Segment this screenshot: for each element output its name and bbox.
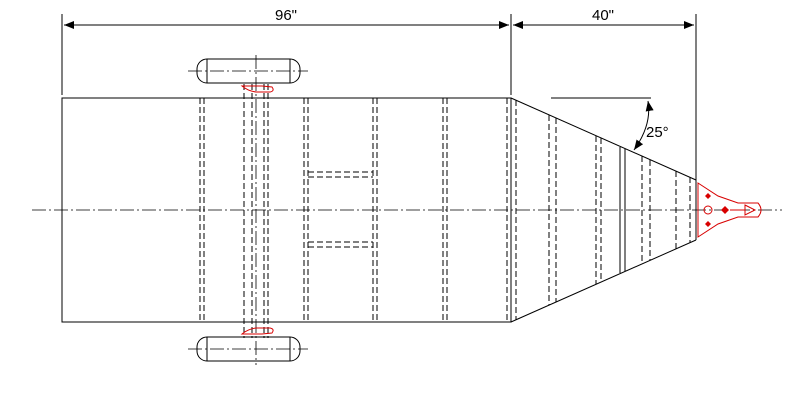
dimension-label-40: 40" — [592, 7, 614, 24]
trailer-tongue — [510, 97, 697, 323]
dimension-frame-length: 96" — [61, 7, 512, 95]
wheel-bottom — [188, 336, 308, 362]
dimension-label-25: 25° — [646, 124, 669, 141]
wheel-top — [188, 58, 308, 84]
spring-hanger-top — [240, 85, 274, 93]
spring-hanger-bottom — [240, 327, 274, 335]
dimension-tongue-length: 40" — [513, 7, 697, 180]
dimension-tongue-angle: 25° — [551, 97, 669, 151]
trailer-frame — [61, 55, 517, 365]
dimension-label-96: 96" — [275, 7, 297, 24]
hitch-coupler — [697, 182, 762, 238]
